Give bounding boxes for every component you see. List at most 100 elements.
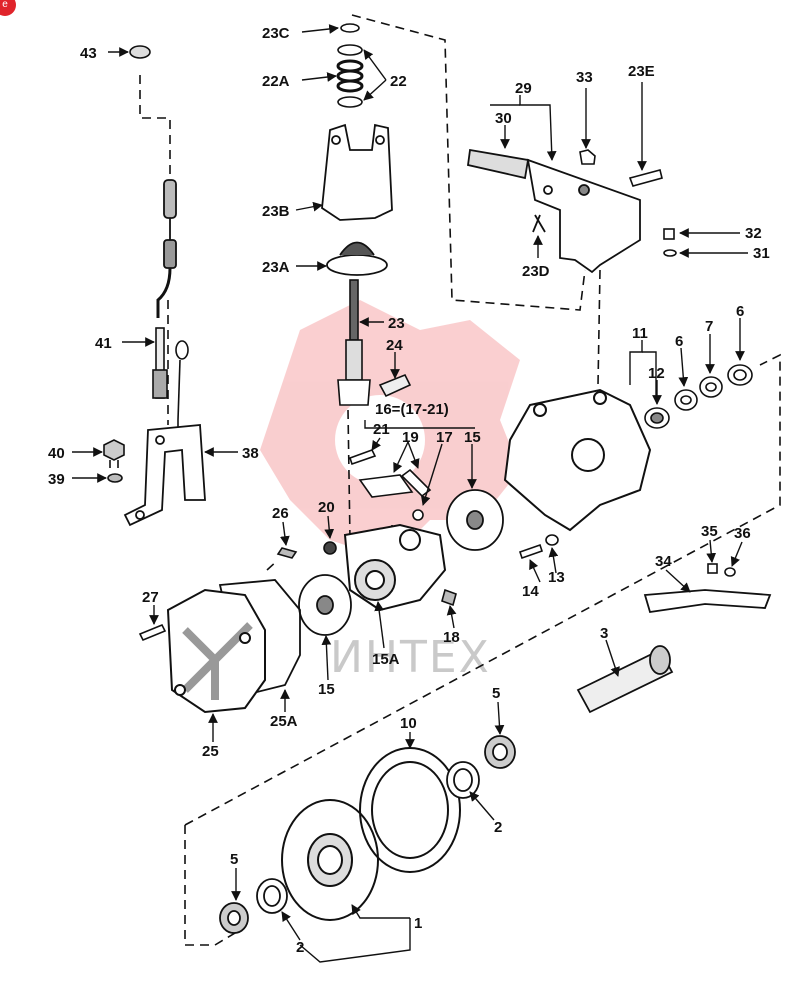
label-21: 21 <box>373 421 390 438</box>
part-23e-bolt <box>628 169 663 187</box>
part-15-plate-left <box>298 574 352 636</box>
part-23b-yoke <box>321 123 393 221</box>
part-39-washer <box>107 473 123 483</box>
label-23a: 23A <box>262 259 290 276</box>
label-19: 19 <box>402 429 419 446</box>
label-2-left: 2 <box>296 939 304 956</box>
label-16: 16=(17-21) <box>375 401 449 418</box>
label-12: 12 <box>648 365 665 382</box>
part-38-bracket <box>123 424 206 527</box>
watermark-text: ИНТЕХ <box>330 632 491 683</box>
part-5-cone-right <box>484 735 516 769</box>
label-5-left: 5 <box>230 851 238 868</box>
part-27-screw <box>138 623 167 642</box>
label-23c: 23C <box>262 25 290 42</box>
label-23d: 23D <box>522 263 550 280</box>
part-1-bearing-housing <box>281 799 379 921</box>
label-27: 27 <box>142 589 159 606</box>
part-30-grip <box>466 148 530 180</box>
label-10: 10 <box>400 715 417 732</box>
label-23: 23 <box>388 315 405 332</box>
label-30: 30 <box>495 110 512 127</box>
cable-assembly <box>156 179 177 318</box>
label-43: 43 <box>80 45 97 62</box>
label-5-right: 5 <box>492 685 500 702</box>
part-29-bracket <box>526 158 641 274</box>
part-2-race-right <box>446 761 480 799</box>
part-43-cap <box>129 45 151 59</box>
part-3-shaft <box>576 645 674 714</box>
label-23b: 23B <box>262 203 290 220</box>
label-22: 22 <box>390 73 407 90</box>
part-15-plate-right <box>446 489 504 551</box>
label-15-left: 15 <box>318 681 335 698</box>
part-25-cover <box>166 588 266 714</box>
part-36-washer <box>724 567 736 577</box>
part-6-ring-b <box>727 364 753 386</box>
label-39: 39 <box>48 471 65 488</box>
part-41-rod <box>152 327 189 421</box>
part-23d-clip <box>532 214 546 233</box>
label-7: 7 <box>705 318 713 335</box>
part-10-gasket <box>359 747 461 873</box>
part-13-washer <box>545 534 559 546</box>
label-11: 11 <box>632 325 648 342</box>
part-19-links <box>358 468 432 498</box>
label-22a: 22A <box>262 73 290 90</box>
label-23e: 23E <box>628 63 655 80</box>
part-7-gear <box>699 376 723 398</box>
label-1: 1 <box>414 915 422 932</box>
part-21-screw <box>348 449 377 466</box>
label-15a: 15A <box>372 651 400 668</box>
label-20: 20 <box>318 499 335 516</box>
part-22a-spring <box>336 59 364 93</box>
label-32: 32 <box>745 225 762 242</box>
label-33: 33 <box>576 69 593 86</box>
part-34-shield <box>643 589 772 614</box>
part-11-housing <box>503 388 652 532</box>
label-25a: 25A <box>270 713 298 730</box>
part-12-seal <box>644 407 670 429</box>
label-25: 25 <box>202 743 219 760</box>
part-40-bolt <box>103 439 125 468</box>
label-15-right: 15 <box>464 429 481 446</box>
corner-badge: e <box>0 0 16 16</box>
label-31: 31 <box>753 245 770 262</box>
part-15a-governor <box>343 523 447 612</box>
part-20-nut <box>323 541 337 555</box>
part-32-bolt <box>663 228 675 240</box>
label-6-a: 6 <box>675 333 683 350</box>
part-23-rod <box>337 279 371 406</box>
part-33-nut <box>579 149 596 165</box>
part-23a-diaphragm <box>326 241 388 276</box>
label-18: 18 <box>443 629 460 646</box>
part-23c-washer <box>340 23 360 33</box>
label-40: 40 <box>48 445 65 462</box>
label-41: 41 <box>95 335 112 352</box>
label-2-right: 2 <box>494 819 502 836</box>
part-14-bolt <box>518 543 544 560</box>
part-31-washer <box>663 249 677 257</box>
part-5-cone-left <box>219 902 249 934</box>
part-18-spring <box>441 588 457 607</box>
part-2-race-left <box>256 878 288 914</box>
label-36: 36 <box>734 525 751 542</box>
label-3: 3 <box>600 625 608 642</box>
part-26-stud <box>276 547 298 559</box>
label-17: 17 <box>436 429 453 446</box>
label-29: 29 <box>515 80 532 97</box>
leader-lines <box>72 24 748 963</box>
label-24: 24 <box>386 337 403 354</box>
callout-labels: 43 23C 22A 22 23B 23A 23 24 41 38 40 39 … <box>48 25 770 956</box>
label-35: 35 <box>701 523 718 540</box>
label-14: 14 <box>522 583 539 600</box>
part-22-washers <box>337 44 363 108</box>
label-34: 34 <box>655 553 672 570</box>
part-35-bolt <box>707 563 718 574</box>
label-26: 26 <box>272 505 289 522</box>
label-6-b: 6 <box>736 303 744 320</box>
part-6-ring-a <box>674 389 698 411</box>
part-17-ball <box>412 509 424 521</box>
label-38: 38 <box>242 445 259 462</box>
